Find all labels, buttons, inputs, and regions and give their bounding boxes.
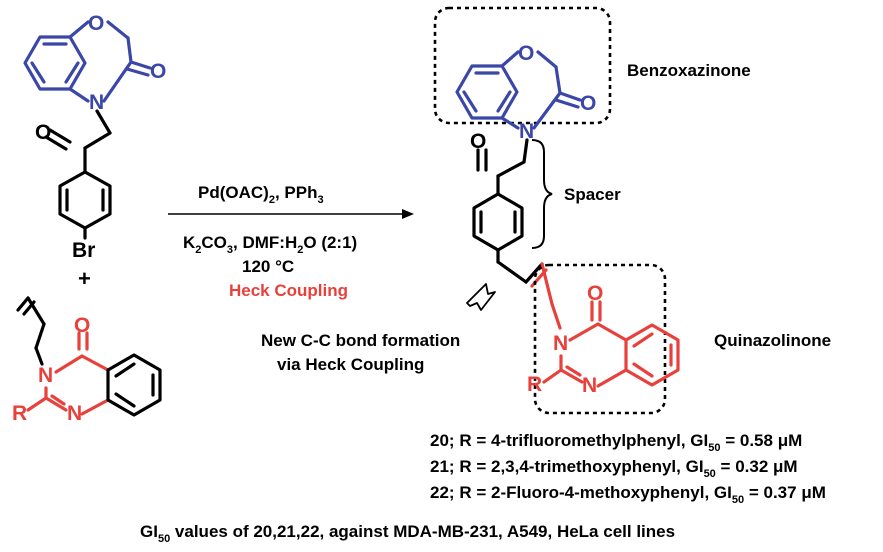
spacer-brace [531,139,553,249]
product-atom-oxygen-ring: O [518,42,534,65]
compound-row: 21; R = 2,3,4-trimethoxyphenyl, GI50 = 0… [430,457,798,480]
reagent-1a: Pd(OAC) [198,183,269,202]
reagent-2a: K [183,233,196,252]
reaction-arrow [168,209,414,219]
compound-list: 20; R = 4-trifluoromethylphenyl, GI50 = … [430,431,826,506]
label-spacer: Spacer [564,185,621,204]
product-atom-oxygen-quinazolinone: O [587,282,603,305]
footer-gi: GI [140,522,158,541]
gi-label: GI [714,483,732,502]
gi-sub: 50 [708,442,720,454]
product-structure: O O N O N O N [433,6,680,415]
reagent-2g: O (2:1) [303,233,357,252]
product-atom-nitrogen: N [519,120,534,143]
r-prefix: R = [459,483,486,502]
product-atom-oxygen-ketone: O [470,130,486,153]
atom-nitrogen-3: N [38,364,53,387]
reaction-name: Heck Coupling [229,281,348,300]
reagent-2d: 3 [227,244,233,256]
atom-bromine: Br [72,239,95,262]
gi-unit: μM [773,457,798,476]
atom-r-group: R [12,402,27,425]
reagent-1b: 2 [269,194,275,206]
starting-material-allyl-quinazolinone: N O N R [12,296,162,425]
reagent-2b: 2 [195,244,201,256]
atom-oxygen-ring: O [88,12,104,35]
gi-sub: 50 [704,468,716,480]
atom-oxygen-ketone: O [35,121,51,144]
label-quinazolinone: Quinazolinone [714,331,831,350]
reagent-1d: 3 [317,194,323,206]
product-atom-nitrogen-1: N [582,374,597,397]
gi-unit: μM [778,431,803,450]
compound-gi50: 0.58 [740,431,773,450]
quinazolinone-box [533,263,667,415]
reagent-2e: , DMF:H [233,233,297,252]
gi-unit: μM [801,483,826,502]
compound-row: 22; R = 2-Fluoro-4-methoxyphenyl, GI50 =… [430,483,826,506]
compound-id: 22 [430,483,449,502]
reagent-line-1: Pd(OAC)2, PPh3 [198,183,324,206]
atom-oxygen-quinazolinone: O [74,314,90,337]
label-bond-line-1: New C-C bond formation [261,331,460,350]
reagent-1c: , PPh [275,183,318,202]
compound-id: 21 [430,457,449,476]
atom-nitrogen: N [89,91,104,114]
atom-nitrogen-1: N [67,402,82,425]
footer-gi-sub: 50 [158,533,170,545]
footer-caption: GI50 values of 20,21,22, against MDA-MB-… [140,522,675,545]
compound-row: 20; R = 4-trifluoromethylphenyl, GI50 = … [430,431,802,454]
reagent-2f: 2 [297,244,303,256]
compound-r: 2-Fluoro-4-methoxyphenyl [491,483,704,502]
product-atom-oxygen-carbonyl: O [580,92,596,115]
compound-r: 2,3,4-trimethoxyphenyl [491,457,676,476]
label-bond-line-2: via Heck Coupling [277,355,424,374]
r-prefix: R = [459,457,486,476]
gi-sub: 50 [732,494,744,506]
compound-gi50: 0.32 [735,457,768,476]
compound-gi50: 0.37 [763,483,796,502]
compound-r: 4-trifluoromethylphenyl [491,431,681,450]
compound-id: 20 [430,431,449,450]
product-atom-r-group: R [527,373,542,396]
atom-oxygen-carbonyl: O [150,60,166,83]
label-benzoxazinone: Benzoxazinone [627,61,751,80]
gi-label: GI [686,457,704,476]
footer-text: values of 20,21,22, against MDA-MB-231, … [170,522,675,541]
starting-material-bromide: O O N O Br [23,12,166,262]
reagent-line-2: K2CO3, DMF:H2O (2:1) [183,233,357,256]
product-atom-nitrogen-3: N [553,332,568,355]
reagent-2c: CO [201,233,227,252]
r-prefix: R = [459,431,486,450]
reagent-line-3: 120 °C [242,257,294,276]
gi-label: GI [690,431,708,450]
benzoxazinone-box [433,6,612,125]
plus-sign: + [78,266,91,291]
bond-formation-arrow [466,283,496,311]
